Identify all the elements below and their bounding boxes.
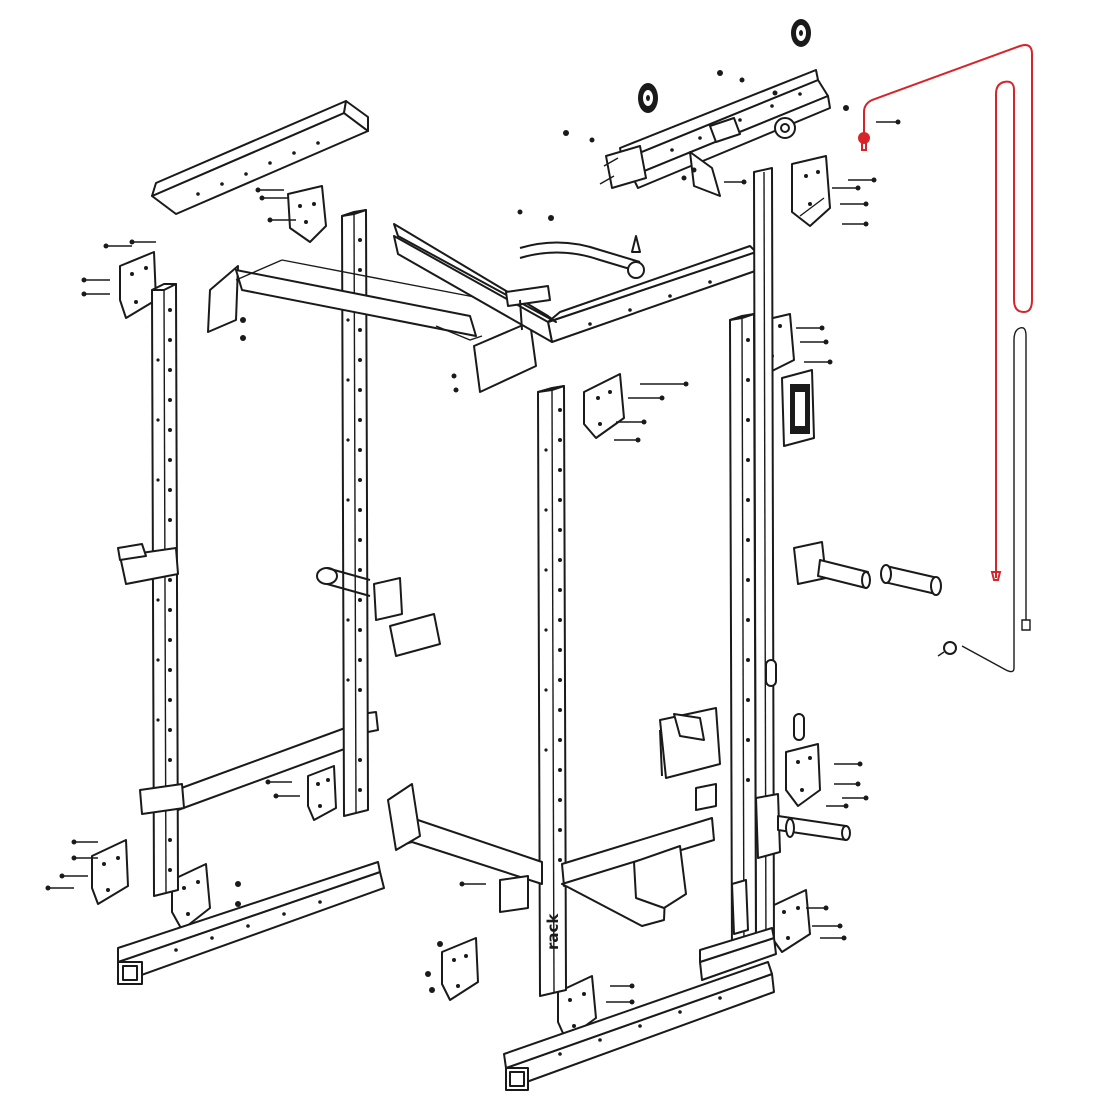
bolt-set-mid-center <box>614 381 689 443</box>
dip-attachment <box>659 707 721 779</box>
gusset-plate-left-mid <box>307 765 337 821</box>
gusset-plate-mid-center <box>583 373 625 439</box>
upright-right-front <box>729 313 757 961</box>
gusset-plate-top-right <box>791 155 831 227</box>
gusset-plate-top-left <box>287 185 327 243</box>
pulley-wheel-left <box>638 83 658 113</box>
hardware-nuts-scattered <box>235 317 459 993</box>
base-beam-left <box>117 861 385 985</box>
cable-weight-carriage <box>781 369 815 447</box>
bolt-set-base-right <box>806 905 847 941</box>
gusset-plate-base-left <box>171 863 211 931</box>
top-cable-crossbeam <box>599 69 831 197</box>
base-beam-right <box>503 961 775 1091</box>
bolt-set-lower-right <box>826 761 869 809</box>
hardware-nuts-top <box>517 70 849 221</box>
top-front-crossbeam <box>393 223 759 343</box>
gusset-plate-base-center <box>441 937 479 1001</box>
cable-secondary <box>937 326 1031 673</box>
top-left-crossbeam <box>151 100 369 215</box>
pullup-bar <box>207 259 537 393</box>
landmine-post <box>505 285 551 331</box>
upright-left-rear <box>341 209 369 817</box>
lower-center-frame <box>387 783 715 927</box>
gusset-plate-lower-left <box>91 839 129 905</box>
carabiner-lower <box>793 713 805 741</box>
base-beam-rear-right <box>699 927 777 981</box>
cable-assembly-highlighted[interactable] <box>858 44 1033 581</box>
j-hook-left <box>117 543 179 585</box>
gusset-plate-lower-right <box>785 743 821 807</box>
bolt-set-lower-left <box>45 839 98 891</box>
spotter-arm-left <box>316 567 441 657</box>
gusset-plate-base-right <box>771 889 811 953</box>
bolt-set-right-upper <box>796 325 833 365</box>
bolt-set-top-right <box>724 119 901 227</box>
brand-logo-text: rack <box>544 913 562 950</box>
safety-bar-lower <box>695 783 749 935</box>
bolt-set-left-upper <box>81 239 156 297</box>
gusset-plate-left-upper <box>119 251 157 319</box>
bolt-set-center-low <box>265 779 486 887</box>
upright-center-front: rack <box>537 385 567 997</box>
pulley-wheel-top <box>791 19 811 47</box>
carabiner-mid <box>765 659 777 687</box>
bolt-set-top-left <box>255 187 296 223</box>
weight-horn-right <box>793 541 871 589</box>
weight-horn-lower <box>755 793 851 859</box>
weight-sleeve-right <box>880 564 942 596</box>
